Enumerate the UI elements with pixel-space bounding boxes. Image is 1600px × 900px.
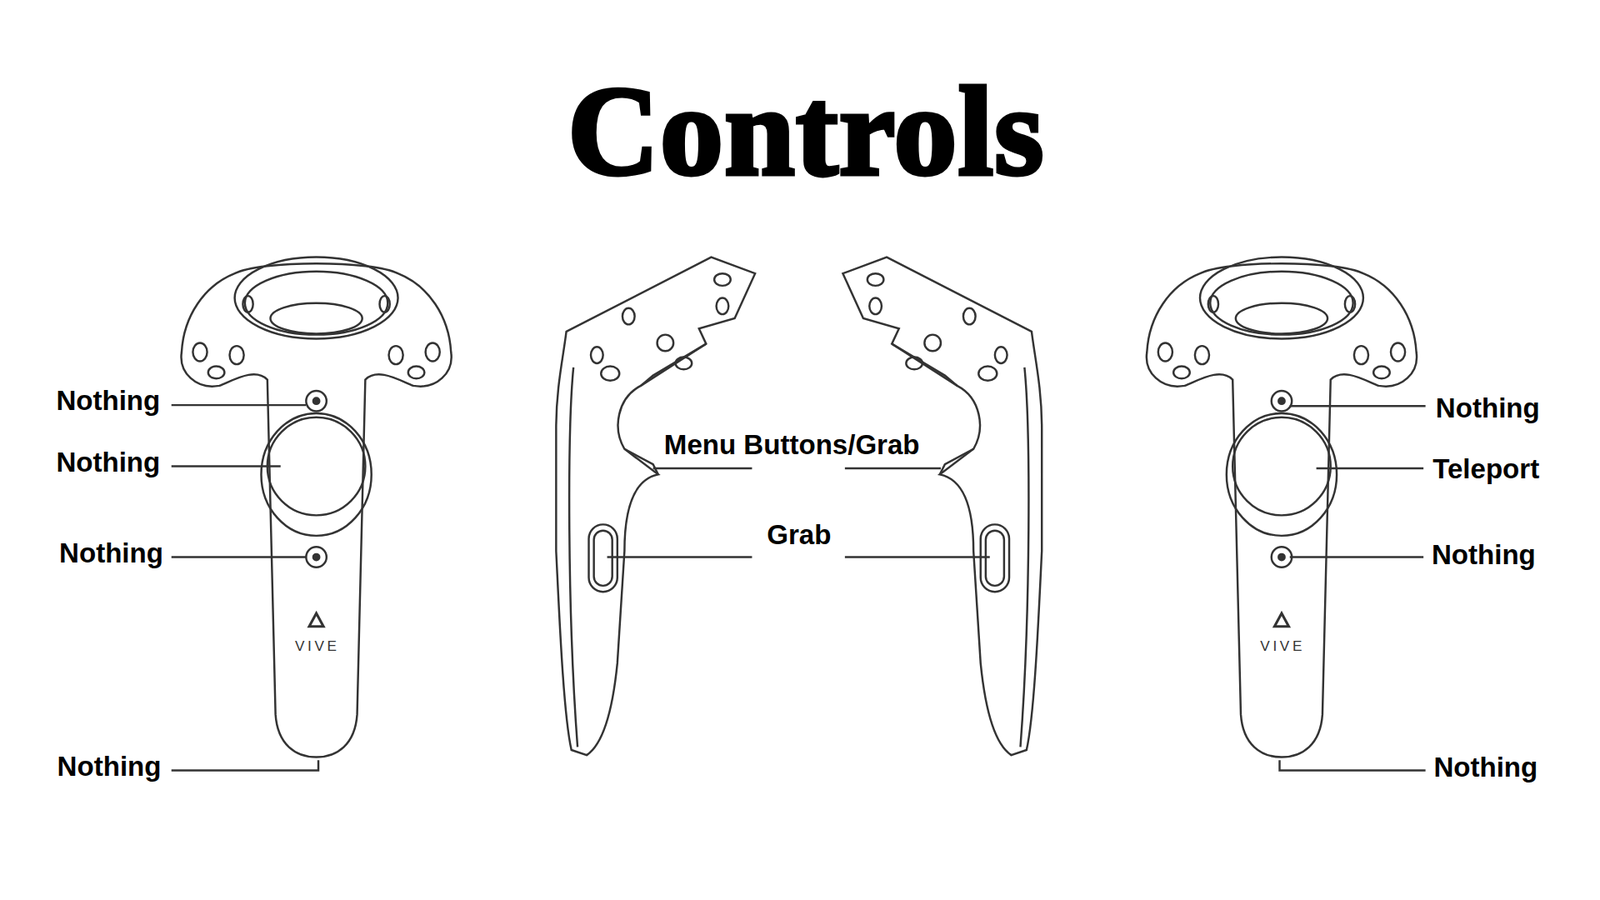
side-controller [555, 257, 755, 756]
title: Controls [567, 69, 1045, 196]
control-label: Nothing [55, 386, 160, 417]
control-label: Grab [766, 520, 831, 551]
control-label: Teleport [1432, 455, 1540, 485]
brand-mark: VIVE [1260, 639, 1305, 654]
control-label: Menu Buttons/Grab [664, 430, 920, 461]
control-label: Nothing [59, 539, 164, 570]
front-controller [181, 257, 452, 758]
side-controller [842, 257, 1042, 756]
leader-lines [171, 405, 1426, 770]
control-label: Nothing [1433, 753, 1538, 784]
front-controller [1146, 257, 1417, 758]
control-label: Nothing [1435, 394, 1540, 425]
control-label: Nothing [55, 448, 160, 479]
brand-mark: VIVE [295, 639, 340, 654]
control-label: Nothing [1431, 540, 1536, 571]
control-label: Nothing [57, 752, 162, 783]
